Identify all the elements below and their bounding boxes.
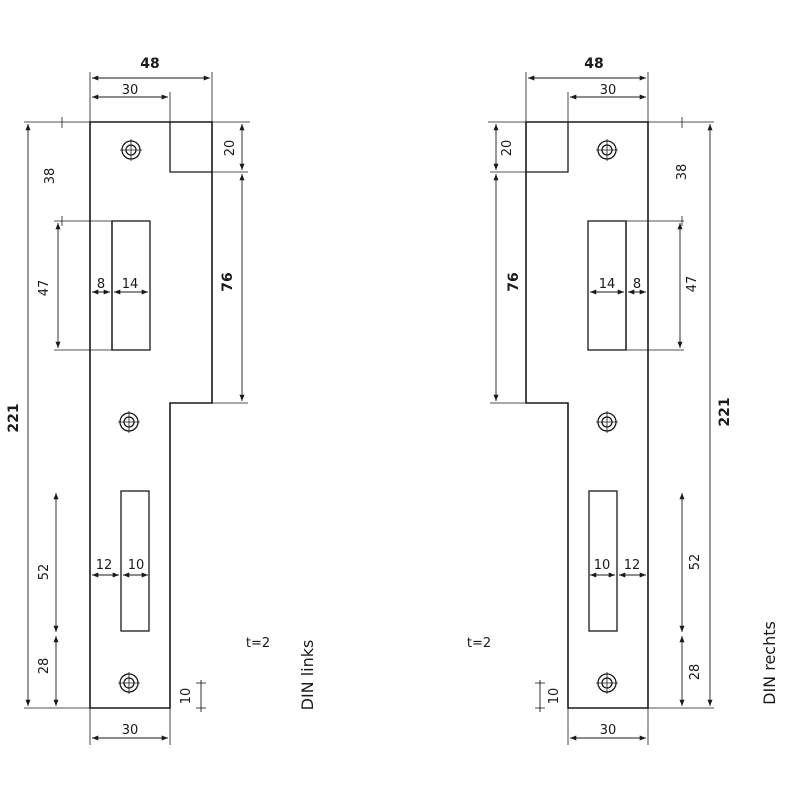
right-dim-14: 14 (599, 277, 616, 292)
right-dim-30-bottom: 30 (600, 723, 617, 738)
left-dim-47: 47 (37, 280, 52, 297)
left-screw-hole-bottom (118, 672, 140, 694)
left-plate-outline (89, 121, 213, 709)
right-dim-38: 38 (675, 164, 690, 181)
right-dim-76: 76 (506, 272, 522, 291)
left-dim-38: 38 (43, 168, 58, 185)
left-dim-10: 10 (128, 558, 145, 573)
right-dim-221: 221 (717, 397, 733, 426)
left-dim-30-bottom: 30 (122, 723, 139, 738)
left-dim-221: 221 (6, 403, 22, 432)
left-plate: 48 30 20 38 47 8 14 76 221 52 12 10 28 1… (6, 56, 317, 745)
right-top-notch (526, 122, 569, 173)
right-lower-slot (588, 490, 618, 632)
left-screw-hole-middle (118, 411, 140, 433)
right-thickness-note: t=2 (467, 636, 491, 651)
left-top-notch (169, 122, 212, 173)
left-dim-28: 28 (37, 658, 52, 675)
right-dim-52: 52 (688, 554, 703, 571)
left-dim-10-screw: 10 (179, 688, 194, 705)
left-dim-76: 76 (220, 272, 236, 291)
right-dim-12: 12 (624, 558, 641, 573)
left-dim-20: 20 (223, 140, 238, 157)
right-dim-47: 47 (685, 276, 700, 293)
right-dim-8: 8 (633, 277, 641, 292)
right-dim-48: 48 (584, 56, 603, 72)
right-screw-hole-top (596, 139, 618, 161)
right-dim-10-screw: 10 (547, 688, 562, 705)
left-thickness-note: t=2 (246, 636, 270, 651)
right-plate-title: DIN rechts (760, 621, 779, 705)
left-screw-hole-top (120, 139, 142, 161)
right-plate: 48 30 20 38 47 14 8 76 221 52 10 12 28 1… (467, 56, 779, 745)
left-dim-14: 14 (122, 277, 139, 292)
right-screw-hole-middle (596, 411, 618, 433)
left-dim-30-top: 30 (122, 83, 139, 98)
right-plate-outline (525, 121, 649, 709)
left-dim-52: 52 (37, 564, 52, 581)
left-dim-48: 48 (140, 56, 159, 72)
right-dim-28: 28 (688, 664, 703, 681)
right-dim-30-top: 30 (600, 83, 617, 98)
left-dim-12: 12 (96, 558, 113, 573)
left-lower-slot (120, 490, 150, 632)
right-screw-hole-bottom (596, 672, 618, 694)
right-dim-10: 10 (594, 558, 611, 573)
left-plate-title: DIN links (298, 640, 317, 711)
left-dim-8: 8 (97, 277, 105, 292)
right-dim-20: 20 (500, 140, 515, 157)
